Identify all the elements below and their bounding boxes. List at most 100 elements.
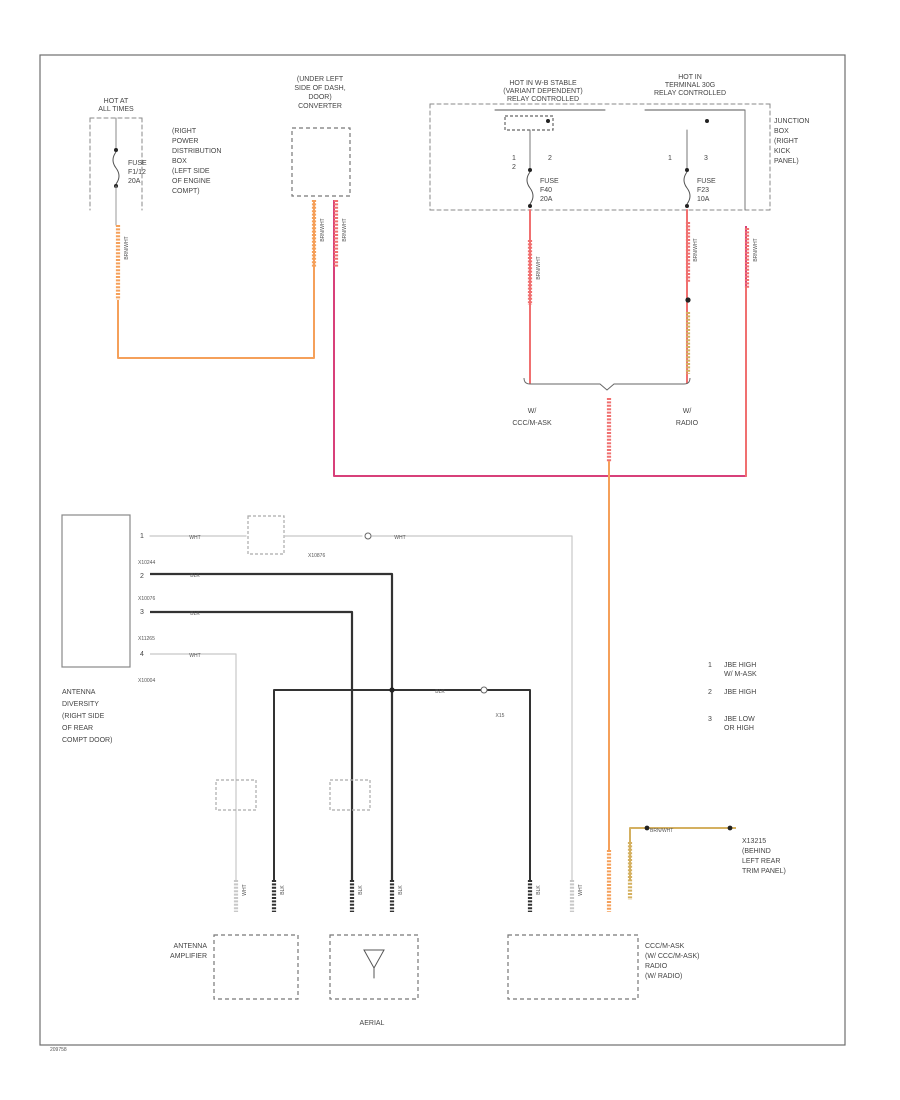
connector-x10004-label: X10004: [138, 678, 155, 684]
outer-frame: [39, 54, 846, 1046]
fuse-f40-pin-label-a-line-2: 2: [512, 164, 516, 171]
antenna-diversity-pin-2: 2: [140, 573, 144, 580]
connector-x10076-label: X10076: [138, 596, 155, 602]
fuse-f23-label-line-2: F23: [697, 187, 709, 194]
hot-at-all-times-label-line-2: ALL TIMES: [98, 106, 134, 113]
ground-location-label-line-4: TRIM PANEL): [742, 868, 786, 875]
antenna-diversity-label-line-3: (RIGHT SIDE: [62, 713, 105, 720]
fuse-f40-bottom-node: [528, 204, 532, 208]
right-power-distribution-label-line-4: BOX: [172, 158, 187, 165]
wht-wire-4-label: WHT: [189, 653, 200, 659]
hot-in-b-stable-label-line-3: RELAY CONTROLLED: [507, 96, 579, 103]
fuse-f23-label-line-3: 10A: [697, 196, 710, 203]
converter-location-label-line-2: SIDE OF DASH,: [294, 85, 345, 92]
connector-x10876-label: X10876: [308, 553, 325, 559]
wht-wire-1-connector: [364, 532, 372, 540]
junction-box-label-line-4: KICK: [774, 148, 791, 155]
ground-location-label-line-2: (BEHIND: [742, 848, 771, 855]
aerial-label: AERIAL: [360, 1020, 385, 1027]
fuse-f40-pin-label-b: 2: [548, 155, 552, 162]
right-power-distribution-label-line-1: (RIGHT: [172, 128, 197, 135]
ccc-radio-label-line-4: (W/ RADIO): [645, 973, 682, 980]
connector-x11265-label: X11265: [138, 636, 155, 642]
option-radio-label-line-2: RADIO: [676, 420, 699, 427]
fuse-f23-pin-label-a: 1: [668, 155, 672, 162]
fuse-f23-symbol: [683, 171, 691, 205]
ccc-radio-label-line-3: RADIO: [645, 963, 668, 970]
aerial-blk-label-b: BLK: [398, 885, 404, 895]
footer-code: 209758: [50, 1047, 67, 1053]
fuse-f1-label-line-3: 20A: [128, 178, 141, 185]
pink-wire-converter-bus: [333, 200, 747, 477]
antenna-diversity-pin-1: 1: [140, 533, 144, 540]
aerial-blk-label-a: BLK: [358, 885, 364, 895]
ground-terminal-node: [727, 825, 733, 831]
hot-in-b-stable-label-line-1: HOT IN W-B STABLE: [509, 80, 577, 87]
wht-wire-1-label-right: WHT: [394, 535, 405, 541]
inline-connector-mid: [329, 779, 371, 811]
blk-wire-3: [150, 610, 354, 880]
connector-x15-label: X15: [496, 713, 505, 719]
wht-wire-1-label: WHT: [189, 535, 200, 541]
right-power-distribution-label-line-7: COMPT): [172, 188, 200, 195]
legend-number-1: 1: [708, 662, 712, 669]
legend-text-2-1: JBE HIGH: [724, 689, 756, 696]
blk-wire-2: [150, 572, 394, 880]
fuse-f1-top-node: [114, 148, 118, 152]
antenna-diversity-label-line-4: OF REAR: [62, 725, 93, 732]
fuse-f1-label-line-2: F1/12: [128, 169, 146, 176]
hot-at-all-times-label-line-1: HOT AT: [104, 98, 129, 105]
converter-box: [291, 127, 351, 197]
antenna-diversity-pin-3: 3: [140, 609, 144, 616]
fuse-f40-top-node: [528, 168, 532, 172]
fuse-f23-label-line-1: FUSE: [697, 178, 716, 185]
inline-connector-left: [215, 779, 257, 811]
antenna-amplifier-label-line-1: ANTENNA: [174, 943, 208, 950]
option-selector-bracket: [523, 377, 691, 391]
legend-text-1-2: W/ M-ASK: [724, 671, 757, 678]
ccc-radio-label-line-1: CCC/M-ASK: [645, 943, 685, 950]
blk-wire-aerial-label: BLK: [435, 689, 445, 695]
hot-in-b-stable-label-line-2: (VARIANT DEPENDENT): [503, 88, 582, 95]
option-radio-label-line-1: W/: [683, 408, 692, 415]
blk-wire-aerial-ccc: [273, 689, 531, 880]
right-power-distribution-label-line-3: DISTRIBUTION: [172, 148, 221, 155]
converter-location-label-line-1: (UNDER LEFT: [297, 76, 344, 83]
aerial-symbol: [363, 949, 385, 970]
red-wire-f23-color: BRN/WHT: [693, 238, 699, 261]
antenna-diversity-box: [61, 514, 131, 668]
legend-number-3: 3: [708, 716, 712, 723]
converter-location-label-line-3: DOOR): [308, 94, 331, 101]
antenna-diversity-pin-4: 4: [140, 651, 144, 658]
aerial-box: [329, 934, 419, 1000]
relay-right-node: [705, 119, 709, 123]
option-ccc-label-line-1: W/: [528, 408, 537, 415]
ccc-wht-label: WHT: [578, 884, 584, 895]
ground-splice-node: [644, 825, 650, 831]
orange-wire-fuse-to-converter: [117, 200, 315, 359]
ground-wire-color: BRN/WHT: [650, 828, 673, 834]
ccc-blk-label: BLK: [536, 885, 542, 895]
ground-wire: [629, 827, 736, 880]
fuse-f1-symbol: [112, 151, 120, 185]
blk-wire-2-label: BLK: [190, 573, 200, 579]
fuse-f1-label-line-1: FUSE: [128, 160, 147, 167]
fuse-f40-label-line-3: 20A: [540, 196, 553, 203]
fuse-f40-symbol: [526, 171, 534, 205]
connector-x10244-label: X10244: [138, 560, 155, 566]
fuse-f40-label-line-1: FUSE: [540, 178, 559, 185]
converter-location-label-line-4: CONVERTER: [298, 103, 342, 110]
connector-x10076: [247, 515, 285, 555]
right-power-distribution-label-line-2: POWER: [172, 138, 198, 145]
fuse-f1-wire-color: BRN/WHT: [124, 236, 130, 259]
fuse-f40-label-line-2: F40: [540, 187, 552, 194]
antenna-diversity-label-line-2: DIVERSITY: [62, 701, 99, 708]
f23-splice-node: [685, 297, 691, 303]
converter-in-wire-color: BRN/WHT: [320, 218, 326, 241]
red-wire-f40-color: BRN/WHT: [536, 256, 542, 279]
option-ccc-label-line-2: CCC/M-ASK: [512, 420, 552, 427]
ground-location-label-line-1: X13215: [742, 838, 766, 845]
relay-contact-left: [504, 115, 554, 131]
ground-location-label-line-3: LEFT REAR: [742, 858, 780, 865]
